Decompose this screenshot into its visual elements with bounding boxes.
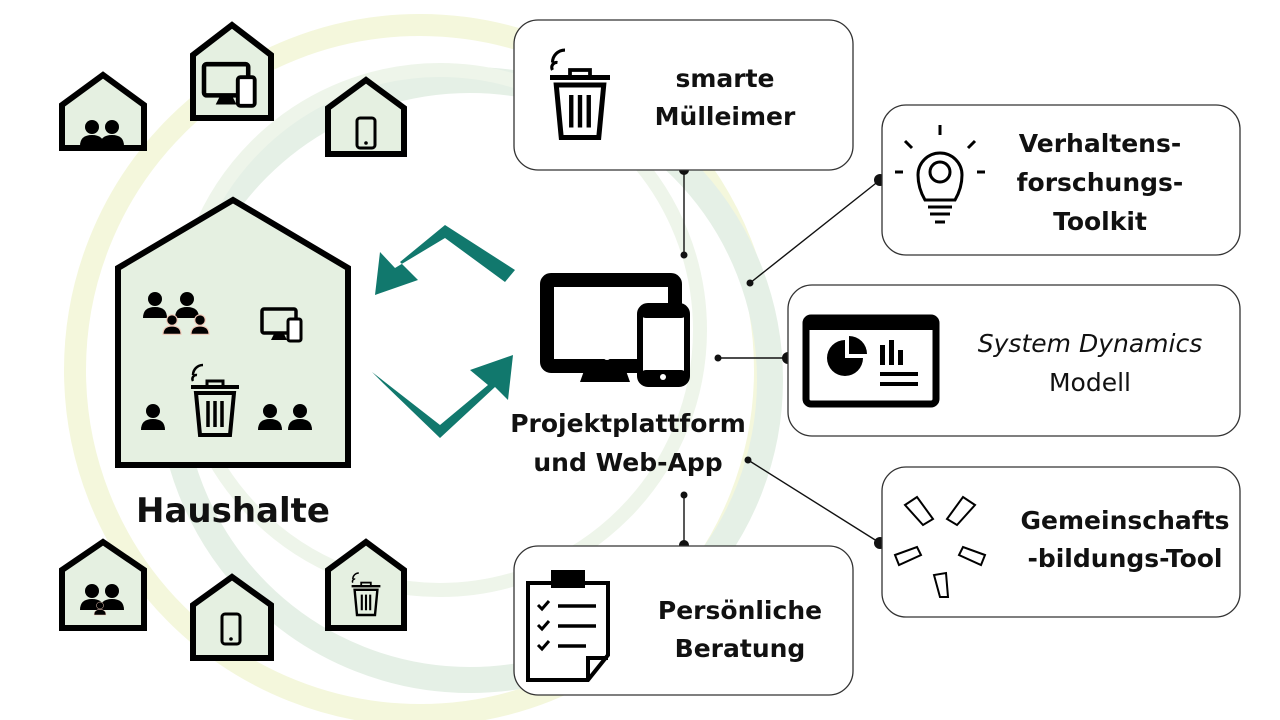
module-label: Gemeinschafts: [1021, 506, 1230, 535]
module-label: Verhaltens-: [1019, 129, 1181, 158]
hands-together-icon: [893, 495, 987, 598]
module-consulting: Persönliche Beratung: [513, 545, 854, 696]
platform-devices-icon: [540, 273, 690, 387]
lightbulb-brain-icon: [895, 125, 985, 224]
platform-label-line2: und Web-App: [533, 448, 722, 477]
small-house-phone: [325, 76, 407, 157]
module-system-dynamics: System Dynamics Modell: [787, 284, 1241, 437]
module-label: smarte: [675, 64, 774, 93]
small-house-phone-2: [190, 573, 274, 661]
background-rings: [64, 14, 783, 720]
exchange-arrows: [372, 225, 515, 438]
module-label: forschungs-: [1017, 168, 1184, 197]
module-label: System Dynamics: [978, 329, 1202, 358]
module-smart-bin: smarte Mülleimer: [513, 19, 854, 171]
small-house-family: [59, 71, 147, 151]
small-house-bin: [325, 538, 407, 631]
big-household-house: [115, 196, 351, 468]
dashboard-chart-icon: [802, 314, 940, 408]
clipboard-checklist-icon: [526, 570, 610, 682]
module-label: Persönliche: [658, 596, 822, 625]
module-label: Modell: [1049, 368, 1131, 397]
module-label: -bildungs-Tool: [1027, 544, 1222, 573]
households-label: Haushalte: [136, 491, 330, 531]
module-label: Beratung: [675, 634, 806, 663]
module-label: Mülleimer: [655, 102, 796, 131]
small-house-family-kids: [59, 538, 147, 631]
module-behavior-toolkit: Verhaltens- forschungs- Toolkit: [881, 104, 1241, 256]
arrow-to-platform: [372, 355, 513, 438]
small-house-devices: [190, 21, 274, 121]
platform-label-line1: Projektplattform: [510, 409, 746, 438]
module-community-tool: Gemeinschafts -bildungs-Tool: [881, 466, 1241, 618]
module-label: Toolkit: [1053, 207, 1147, 236]
arrow-to-households: [375, 225, 515, 295]
